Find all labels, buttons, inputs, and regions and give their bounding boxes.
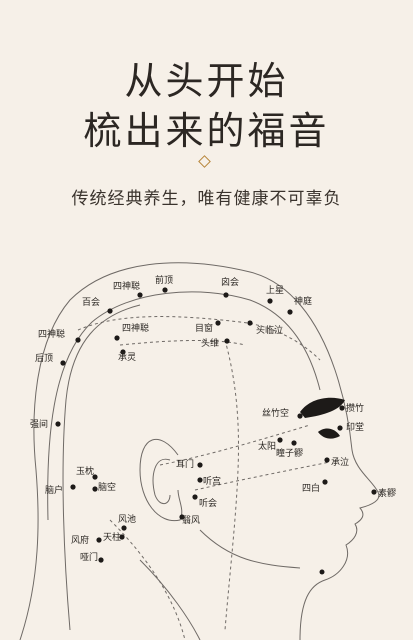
acupoint-label-suliao: 素髎 [378, 487, 396, 499]
meridian-upper [77, 316, 321, 361]
acupoint-dot-suliao [371, 489, 377, 495]
acupoint-dot-chengqi [324, 457, 330, 463]
acupoint-dot-naohu [70, 484, 76, 490]
acupoint-dot-naokong [92, 486, 98, 492]
skull-outline [47, 291, 321, 521]
acupoint-label-tinghui: 听会 [199, 497, 217, 509]
acupoint-label-qianding: 前顶 [155, 274, 173, 286]
acupoint-label-sishencong_mid: 四神聪 [122, 322, 149, 334]
acupoint-label-fengchi: 风池 [118, 513, 136, 525]
meridian-side [224, 339, 239, 631]
acupoint-label-yuzhen: 玉枕 [76, 465, 94, 477]
mouth-mark [319, 569, 325, 575]
acupoint-dot-chengling [120, 349, 126, 355]
acupoint-dot-sizhukong [297, 413, 303, 419]
ear-outline [139, 438, 183, 522]
acupoint-label-qiangjian: 强间 [30, 418, 48, 430]
acupoints-layer: 前顶囟会上星神庭四神聪百会四神聪后顶四神聪承灵目窗头临泣头维强间丝竹空攒竹印堂太… [30, 274, 396, 563]
acupoint-dot-yintang [337, 425, 343, 431]
acupoint-dot-tinggong [197, 477, 203, 483]
acupoint-dot-touwei [224, 338, 230, 344]
acupoint-label-tinggong: 听宫 [203, 475, 221, 487]
acupoint-dot-ermen [197, 462, 203, 468]
acupoint-dot-taiyang [277, 437, 283, 443]
acupoint-label-baihui: 百会 [82, 296, 100, 308]
eyebrow [300, 397, 345, 418]
acupoint-label-houding: 后顶 [35, 353, 53, 364]
acupoint-dot-sibai [322, 479, 328, 485]
meridian-lower [119, 340, 246, 346]
acupoint-dot-shenxing [267, 298, 273, 304]
acupoint-label-chengling: 承灵 [118, 352, 136, 363]
acupoint-label-naohu: 脑户 [45, 484, 63, 496]
acupoint-dot-baihui [107, 308, 113, 314]
acupoint-label-sishencong_top: 四神聪 [113, 280, 140, 292]
acupoint-label-shenxing: 上星 [266, 285, 284, 296]
acupoint-label-sishencong_left: 四神聪 [38, 328, 65, 340]
acupoint-dot-xinhui [223, 292, 229, 298]
acupoint-dot-shenting [287, 309, 293, 315]
acupoint-label-yamen: 哑门 [80, 551, 98, 563]
acupoint-dot-yamen [98, 557, 104, 563]
acupoint-dot-muchuang [215, 320, 221, 326]
acupoint-label-yintang: 印堂 [346, 421, 364, 433]
acupoint-dot-cuanzhu [339, 405, 345, 411]
acupoint-label-tongziliao: 瞳子髎 [276, 447, 303, 459]
eye [318, 428, 340, 439]
acupoint-label-naokong: 脑空 [98, 481, 116, 493]
neck-line [139, 559, 201, 640]
acupoint-label-tianzhu: 天柱 [103, 531, 121, 543]
acupoint-dot-tianzhu [119, 534, 125, 540]
acupoint-dot-yifeng [179, 514, 185, 520]
heading-line-1: 从头开始 [124, 59, 289, 103]
acupoint-label-xinhui: 囟会 [221, 276, 239, 288]
acupoint-label-shenting: 神庭 [294, 295, 312, 307]
acupoint-label-fengfu: 风府 [71, 534, 89, 546]
acupoint-dot-qianding [162, 287, 168, 293]
acupoint-label-sizhukong: 丝竹空 [262, 407, 289, 419]
acupoint-label-sibai: 四白 [302, 482, 320, 494]
acupoint-label-touwei: 头维 [201, 337, 219, 349]
acupoint-dot-yuzhen [92, 474, 98, 480]
meridian-eye [159, 424, 311, 466]
acupoint-dot-sishencong_mid [114, 335, 120, 341]
acupoint-dot-tinghui [192, 494, 198, 500]
acupoint-dot-houding [60, 360, 66, 366]
ear-inner [152, 458, 171, 505]
acupoint-label-toulinqi: 头临泣 [256, 324, 283, 336]
acupoint-dot-qiangjian [55, 421, 61, 427]
acupoint-dot-tongziliao [291, 440, 297, 446]
acupoint-dot-fengfu [96, 537, 102, 543]
acupoint-dot-sishencong_top [137, 292, 143, 298]
acupoint-label-chengqi: 承泣 [331, 456, 349, 468]
acupoint-dot-fengchi [121, 525, 127, 531]
head-outline [19, 262, 380, 640]
meridian-neck [109, 519, 186, 640]
acupoint-label-ermen: 耳门 [176, 458, 194, 470]
acupoint-dot-toulinqi [247, 320, 253, 326]
acupoint-label-taiyang: 太阳 [258, 440, 276, 452]
jaw-line [199, 529, 301, 569]
acupoint-label-yifeng: 翳风 [182, 515, 200, 526]
subtitle: 传统经典养生，唯有健康不可辜负 [71, 189, 342, 209]
acupoint-dot-sishencong_left [75, 337, 81, 343]
acupoint-label-muchuang: 目窗 [195, 322, 213, 334]
heading-line-2: 梳出来的福音 [83, 109, 330, 153]
acupoint-label-cuanzhu: 攒竹 [346, 402, 364, 414]
